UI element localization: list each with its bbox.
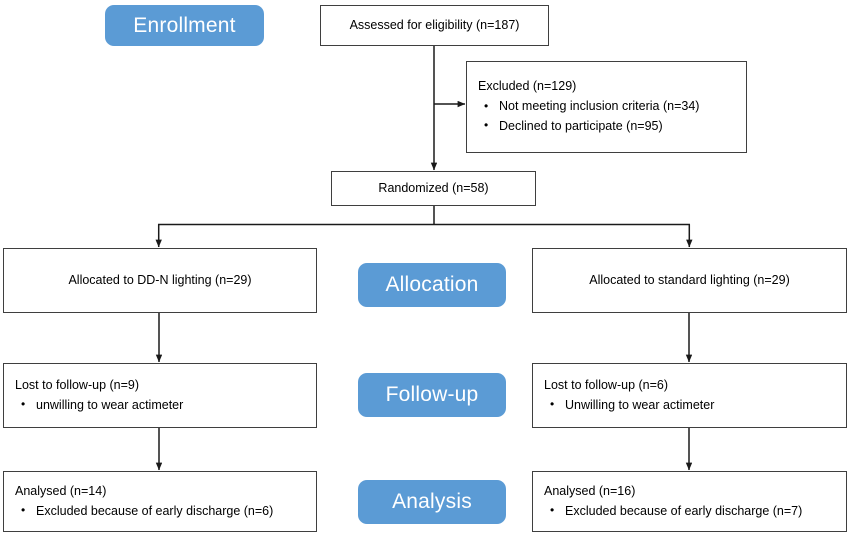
node-allocated-standard-lighting: Allocated to standard lighting (n=29) — [532, 248, 847, 313]
stage-badge-analysis-label: Analysis — [392, 490, 472, 513]
list-item: Excluded because of early discharge (n=7… — [544, 502, 802, 521]
node-assessed-text: Assessed for eligibility (n=187) — [349, 17, 520, 32]
node-randomized-text: Randomized (n=58) — [378, 180, 489, 195]
stage-badge-allocation-label: Allocation — [385, 273, 479, 296]
node-allocated-ddn-lighting: Allocated to DD-N lighting (n=29) — [3, 248, 317, 313]
node-analysis-left-heading: Analysed (n=14) — [15, 483, 107, 498]
node-assessed-for-eligibility: Assessed for eligibility (n=187) — [320, 5, 549, 46]
node-lost-to-followup-right: Lost to follow-up (n=6) Unwilling to wea… — [532, 363, 847, 428]
node-analysed-right: Analysed (n=16) Excluded because of earl… — [532, 471, 847, 532]
node-followup-left-heading: Lost to follow-up (n=9) — [15, 377, 140, 392]
node-analysis-left-exclusion-list: Excluded because of early discharge (n=6… — [15, 502, 273, 521]
node-analysed-left: Analysed (n=14) Excluded because of earl… — [3, 471, 317, 532]
stage-badge-allocation[interactable]: Allocation — [358, 263, 506, 307]
list-item: Unwilling to wear actimeter — [544, 396, 714, 415]
node-excluded-heading: Excluded (n=129) — [478, 79, 577, 94]
stage-badge-followup-label: Follow-up — [385, 383, 479, 406]
node-analysis-right-heading: Analysed (n=16) — [544, 483, 636, 498]
list-item: Not meeting inclusion criteria (n=34) — [478, 98, 699, 116]
node-excluded-reason-list: Not meeting inclusion criteria (n=34) De… — [478, 97, 699, 136]
node-randomized: Randomized (n=58) — [331, 171, 536, 206]
stage-badge-enrollment[interactable]: Enrollment — [105, 5, 264, 46]
stage-badge-followup[interactable]: Follow-up — [358, 373, 506, 417]
node-followup-left-reason-list: unwilling to wear actimeter — [15, 396, 183, 415]
node-followup-right-reason-list: Unwilling to wear actimeter — [544, 396, 714, 415]
stage-badge-enrollment-label: Enrollment — [133, 13, 236, 37]
node-excluded: Excluded (n=129) Not meeting inclusion c… — [466, 61, 747, 153]
node-allocated-right-text: Allocated to standard lighting (n=29) — [589, 272, 790, 287]
node-lost-to-followup-left: Lost to follow-up (n=9) unwilling to wea… — [3, 363, 317, 428]
node-allocated-left-text: Allocated to DD-N lighting (n=29) — [68, 272, 252, 287]
list-item: Excluded because of early discharge (n=6… — [15, 502, 273, 521]
node-followup-right-heading: Lost to follow-up (n=6) — [544, 377, 669, 392]
list-item: unwilling to wear actimeter — [15, 396, 183, 415]
node-analysis-right-exclusion-list: Excluded because of early discharge (n=7… — [544, 502, 802, 521]
list-item: Declined to participate (n=95) — [478, 117, 699, 136]
stage-badge-analysis[interactable]: Analysis — [358, 480, 506, 524]
